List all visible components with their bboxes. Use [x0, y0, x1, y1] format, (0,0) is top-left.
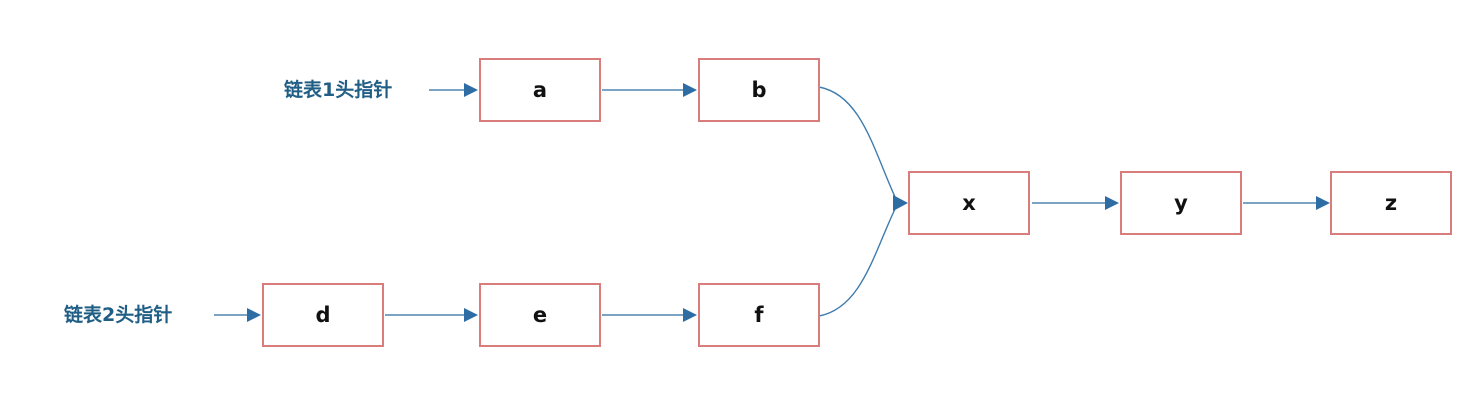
node-d-label: d: [315, 303, 331, 327]
node-f: f: [698, 283, 820, 347]
node-x-label: x: [962, 191, 976, 215]
node-y: y: [1120, 171, 1242, 235]
merge-arrowhead-icon: [893, 195, 908, 211]
node-d: d: [262, 283, 384, 347]
curve-f-to-x: [818, 206, 897, 317]
list2-head-label: 链表2头指针: [64, 304, 173, 326]
node-e-label: e: [532, 303, 548, 327]
node-y-label: y: [1174, 191, 1188, 215]
node-e: e: [479, 283, 601, 347]
node-b: b: [698, 58, 820, 122]
node-f-label: f: [754, 303, 764, 327]
node-z-label: z: [1384, 191, 1398, 215]
node-a-label: a: [532, 78, 548, 102]
node-z: z: [1330, 171, 1452, 235]
node-b-label: b: [751, 78, 767, 102]
node-a: a: [479, 58, 601, 122]
node-x: x: [908, 171, 1030, 235]
list1-head-label: 链表1头指针: [284, 79, 393, 101]
curve-b-to-x: [818, 86, 897, 200]
